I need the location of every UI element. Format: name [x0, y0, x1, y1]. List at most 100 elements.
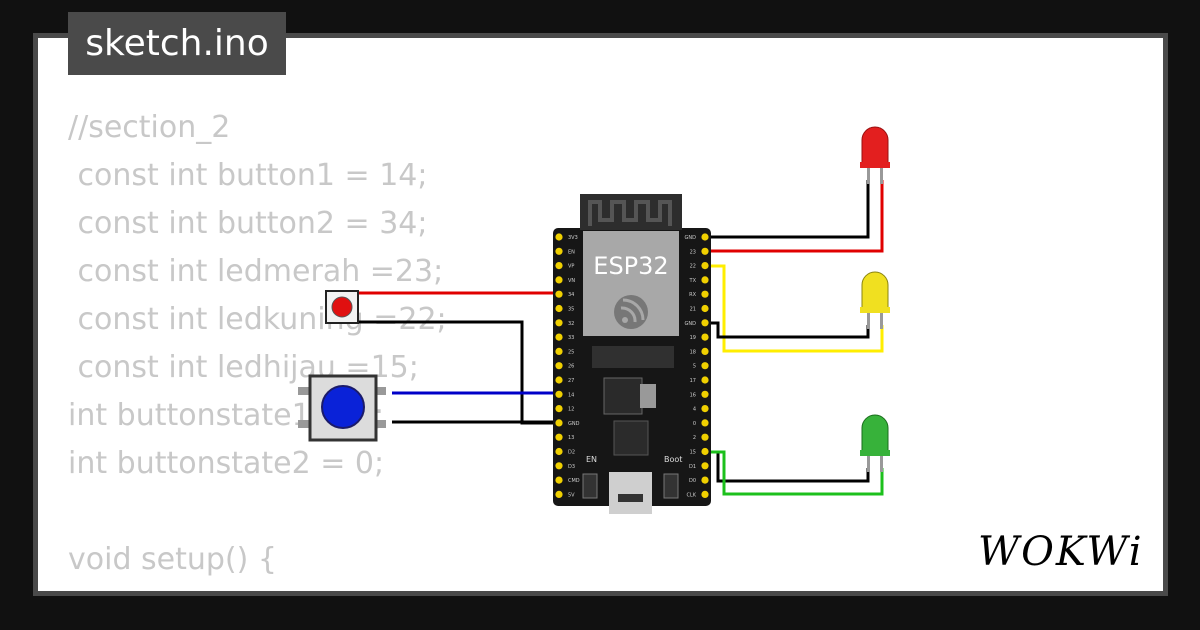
pin-26[interactable] — [555, 362, 563, 370]
pin-33[interactable] — [555, 333, 563, 341]
pushbutton-small[interactable] — [325, 290, 359, 324]
pushbutton-large[interactable] — [298, 374, 386, 442]
pin-vp[interactable] — [555, 262, 563, 270]
pin-label: TX — [689, 278, 697, 284]
pin-34[interactable] — [555, 290, 563, 298]
pin-16[interactable] — [701, 390, 709, 398]
pin-0[interactable] — [701, 419, 709, 427]
pin-label: 32 — [568, 321, 574, 327]
pin-label: 2 — [693, 435, 696, 441]
usb-port[interactable] — [609, 472, 652, 514]
pin-label: RX — [689, 292, 696, 298]
pin-23[interactable] — [701, 247, 709, 255]
pin-label: 22 — [690, 264, 696, 270]
pin-5v[interactable] — [555, 490, 563, 498]
pin-label: 23 — [690, 249, 696, 255]
pin-5[interactable] — [701, 362, 709, 370]
pin-4[interactable] — [701, 405, 709, 413]
pin-d1[interactable] — [701, 462, 709, 470]
pin-gnd[interactable] — [555, 419, 563, 427]
pin-27[interactable] — [555, 376, 563, 384]
pin-label: 18 — [690, 349, 696, 355]
pin-label: EN — [568, 249, 575, 255]
boot-label: Boot — [664, 455, 682, 464]
pin-22[interactable] — [701, 262, 709, 270]
pin-tx[interactable] — [701, 276, 709, 284]
pin-25[interactable] — [555, 347, 563, 355]
pin-d2[interactable] — [555, 447, 563, 456]
pin-label: 13 — [568, 435, 574, 441]
code-line: //section_2 — [68, 110, 231, 145]
pin-cmd[interactable] — [555, 476, 563, 484]
board-label: ESP32 — [593, 252, 668, 280]
pin-label: 4 — [693, 407, 696, 413]
pin-32[interactable] — [555, 319, 563, 327]
pin-vn[interactable] — [555, 276, 563, 284]
pin-header-strip — [592, 346, 674, 368]
pin-clk[interactable] — [701, 490, 709, 498]
pushbutton-large-cap[interactable] — [321, 385, 365, 429]
pin-label: D0 — [689, 478, 696, 484]
usb-port-inner — [618, 494, 643, 502]
led-yellow[interactable] — [860, 271, 890, 329]
pin-21[interactable] — [701, 304, 709, 313]
pin-35[interactable] — [555, 304, 563, 313]
pin-en[interactable] — [555, 247, 563, 255]
wire-red-led-red[interactable] — [706, 180, 884, 253]
esp32-board[interactable]: ESP32 EN Boot 3V3ENVPVN34353233252627141… — [553, 194, 711, 514]
pushbutton-small-cap[interactable] — [331, 296, 353, 318]
code-line: const int ledmerah =23; — [68, 254, 444, 289]
pin-label: 5V — [568, 492, 575, 498]
wire-yellow-led-yellow[interactable] — [706, 264, 884, 353]
pin-17[interactable] — [701, 376, 709, 384]
led-green[interactable] — [860, 414, 890, 472]
pin-18[interactable] — [701, 347, 709, 355]
pin-label: GND — [685, 235, 697, 241]
en-label: EN — [586, 455, 597, 464]
pin-14[interactable] — [555, 390, 563, 398]
pin-d0[interactable] — [701, 476, 709, 484]
pin-label: VN — [568, 278, 575, 284]
pin-label: CMD — [568, 478, 580, 484]
pin-label: 0 — [693, 421, 696, 427]
code-line: void setup() { — [68, 542, 277, 577]
pin-label: GND — [685, 321, 697, 327]
pin-gnd[interactable] — [701, 233, 709, 241]
en-button[interactable] — [582, 473, 598, 499]
wire-green-led-green[interactable] — [706, 450, 884, 496]
code-line: int buttonstate2 = 0; — [68, 446, 385, 481]
pin-d3[interactable] — [555, 462, 563, 470]
wokwi-logo: WOKWi — [978, 529, 1144, 575]
pin-3v3[interactable] — [555, 233, 563, 241]
pin-label: 19 — [690, 335, 696, 341]
pin-rx[interactable] — [701, 290, 709, 298]
wire-black-led-green[interactable] — [706, 450, 870, 483]
pin-gnd[interactable] — [701, 319, 709, 327]
wire-black-led-yellow[interactable] — [706, 321, 870, 339]
left-pin-header: 3V3ENVPVN343532332526271412GND13D2D3CMD5… — [555, 233, 580, 498]
code-preview: //section_2 const int button1 = 14; cons… — [68, 104, 476, 591]
pin-2[interactable] — [701, 433, 709, 441]
pin-label: VP — [568, 264, 574, 270]
regulator-chip — [603, 377, 643, 415]
file-tab[interactable]: sketch.ino — [68, 12, 286, 75]
pin-label: 25 — [568, 349, 574, 355]
led-red[interactable] — [860, 126, 890, 184]
wire-black-led-red[interactable] — [706, 180, 870, 239]
pin-label: GND — [568, 421, 580, 427]
pin-13[interactable] — [555, 433, 563, 441]
pin-19[interactable] — [701, 333, 709, 341]
pin-15[interactable] — [701, 447, 709, 456]
pin-12[interactable] — [555, 405, 563, 413]
boot-button[interactable] — [663, 473, 679, 499]
code-line: const int button1 = 14; — [68, 158, 428, 193]
code-line: pinMode(button1, INPUT); — [68, 584, 475, 591]
antenna-trace — [588, 200, 672, 226]
pin-label: 35 — [568, 307, 574, 313]
code-line: const int ledhijau =15; — [68, 350, 419, 385]
wire-black-button1-gnd[interactable] — [358, 320, 558, 425]
pin-label: CLK — [686, 492, 696, 498]
pin-label: D3 — [568, 464, 575, 470]
